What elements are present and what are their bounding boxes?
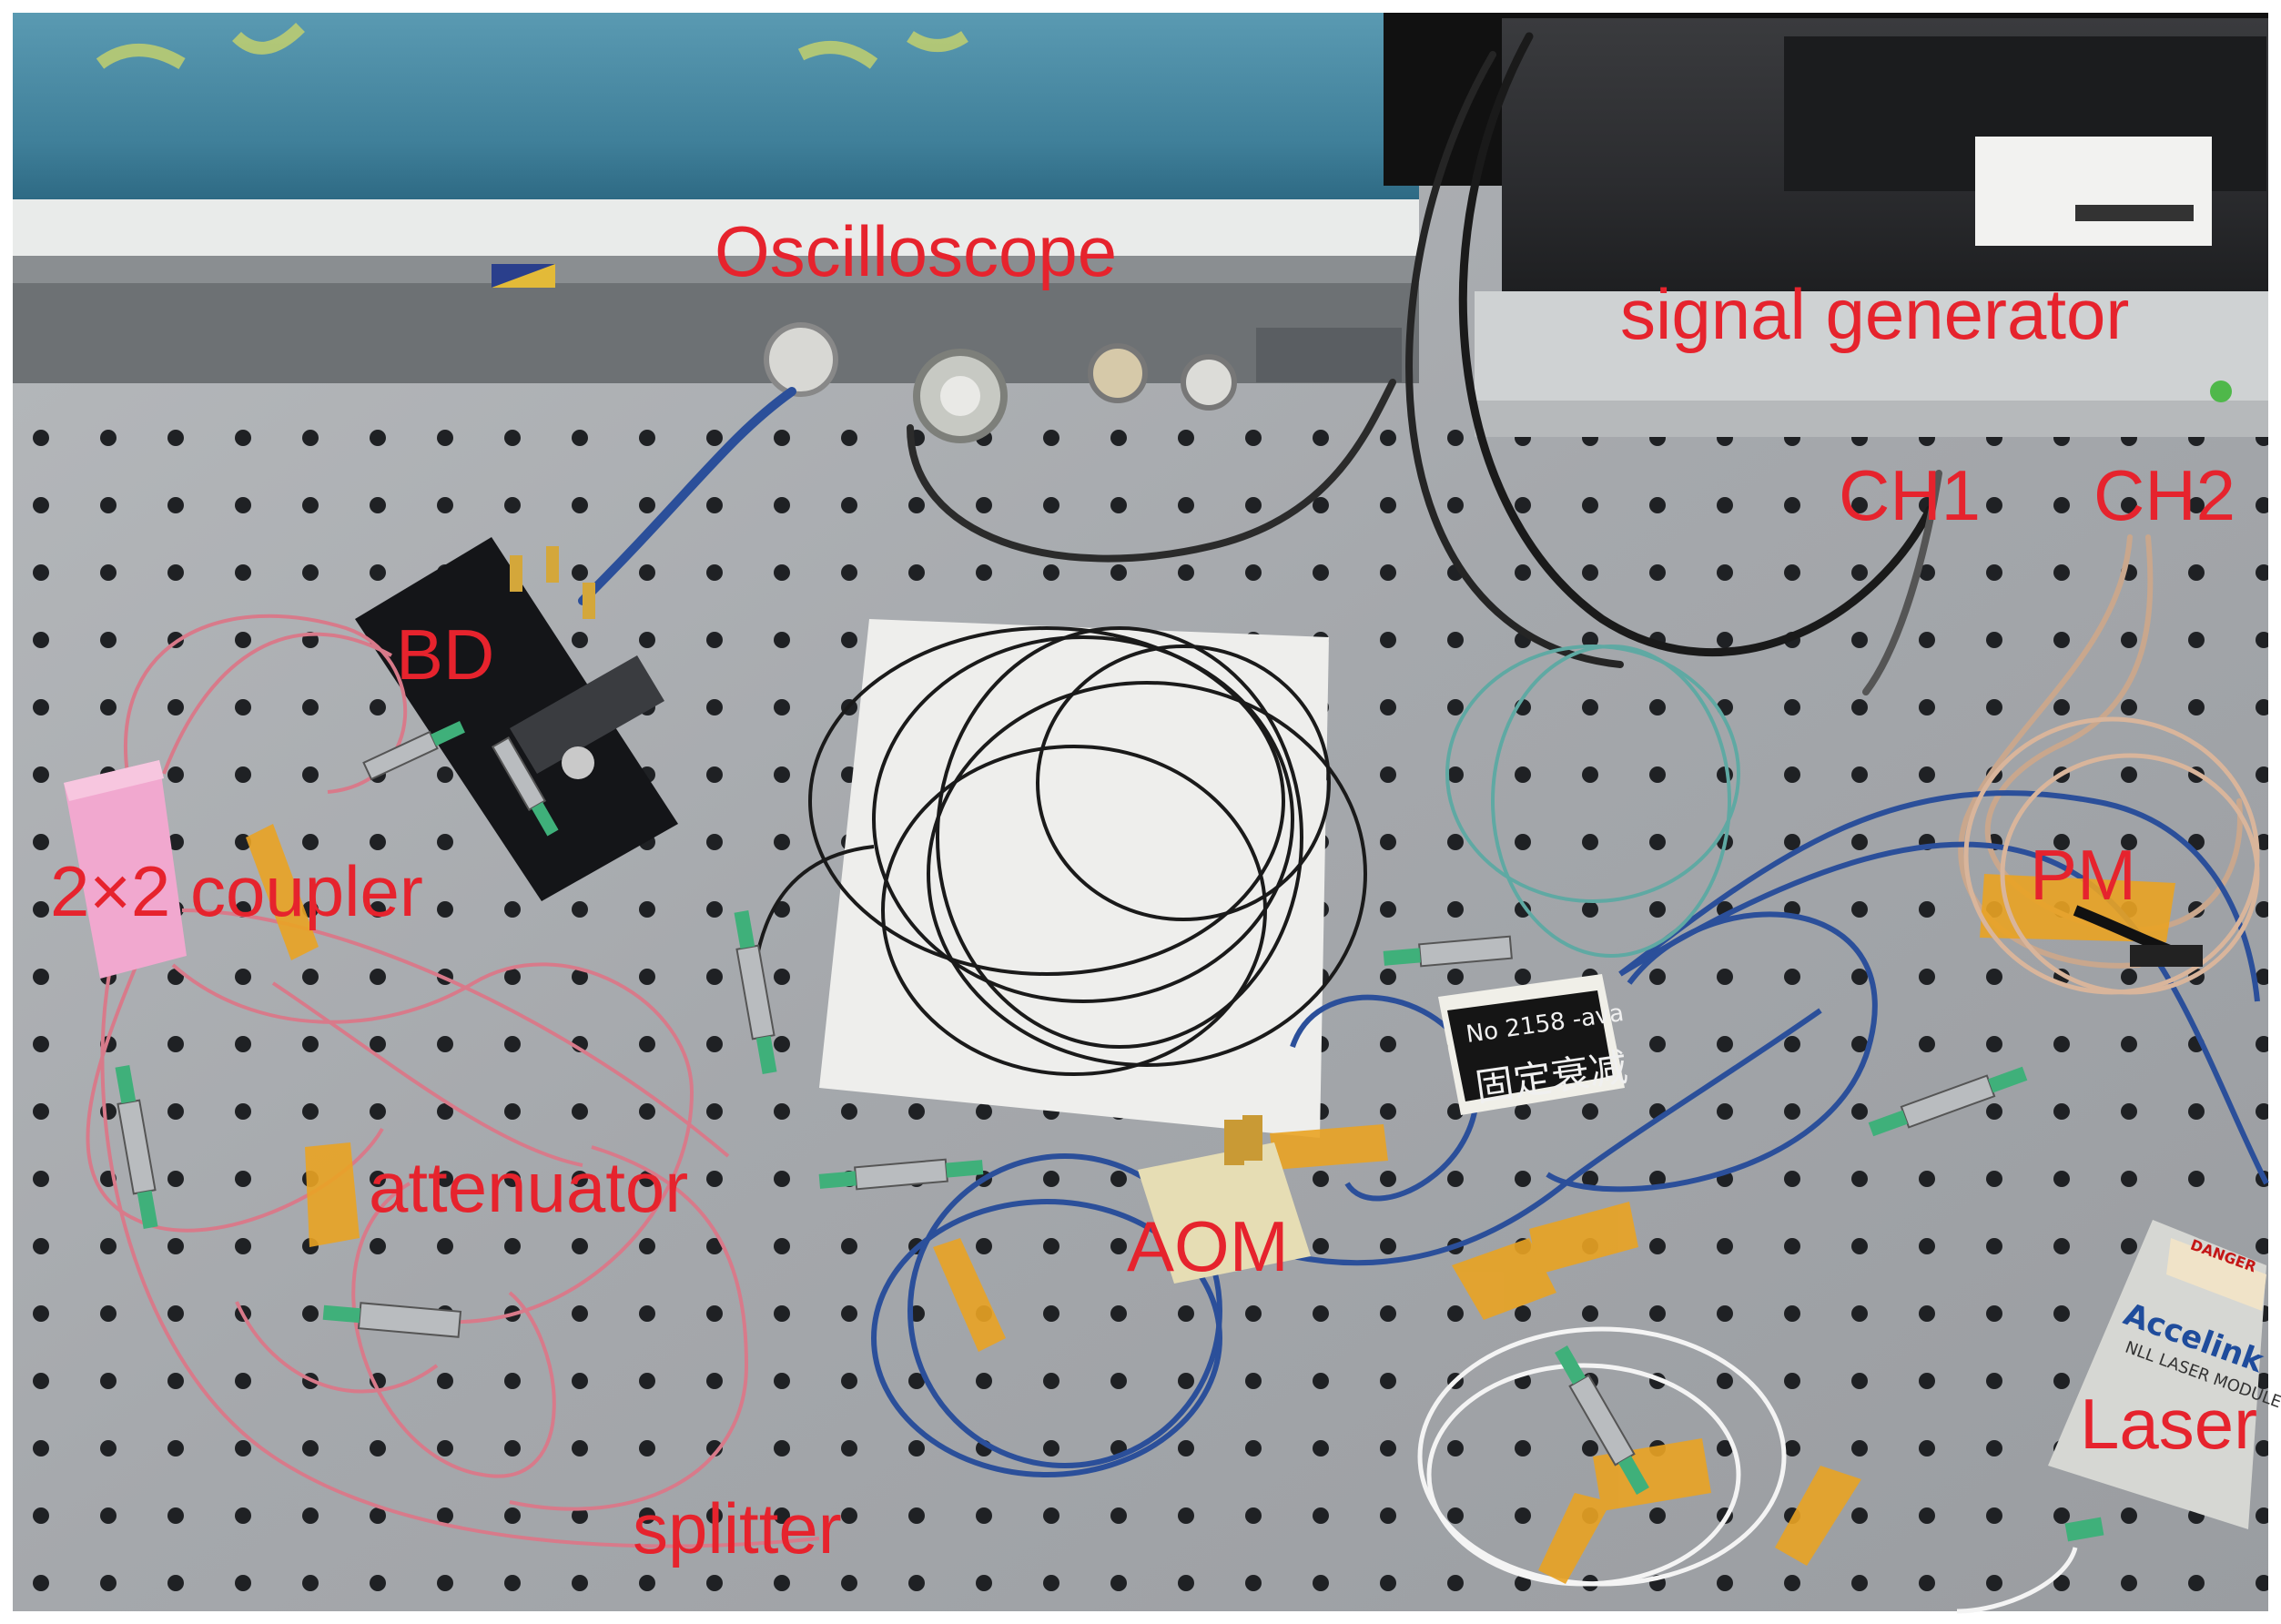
label-attenuator: attenuator bbox=[369, 1147, 689, 1227]
blue-fibers bbox=[871, 790, 2269, 1477]
pm-fibers bbox=[1963, 716, 2260, 995]
label-aom: AOM bbox=[1127, 1206, 1289, 1286]
label-bd: BD bbox=[396, 614, 495, 695]
rf-cables bbox=[578, 32, 2243, 969]
teal-fibers bbox=[1445, 645, 1740, 958]
label-ch2: CH2 bbox=[2093, 455, 2236, 535]
laser-module bbox=[2048, 1220, 2266, 1529]
signal-generator-device bbox=[1384, 13, 2268, 437]
aom-module bbox=[1138, 1115, 1311, 1284]
black-fiber-coil bbox=[754, 619, 1367, 1138]
label-oscilloscope: Oscilloscope bbox=[715, 211, 1118, 291]
label-signal-generator: signal generator bbox=[1620, 274, 2130, 354]
bd-module bbox=[355, 537, 678, 901]
label-coupler: 2×2 coupler bbox=[50, 851, 423, 931]
label-pm: PM bbox=[2030, 835, 2136, 915]
label-ch1: CH1 bbox=[1839, 455, 1982, 535]
coupler-block bbox=[64, 760, 187, 979]
pink-fibers bbox=[86, 614, 820, 1548]
white-fibers bbox=[1417, 1326, 2078, 1614]
fiber-connectors bbox=[115, 720, 2203, 1542]
label-splitter: splitter bbox=[633, 1488, 842, 1568]
fixed-attenuator-box bbox=[1438, 974, 1625, 1115]
oscilloscope-device bbox=[13, 13, 1419, 443]
label-laser: Laser bbox=[2080, 1384, 2258, 1464]
